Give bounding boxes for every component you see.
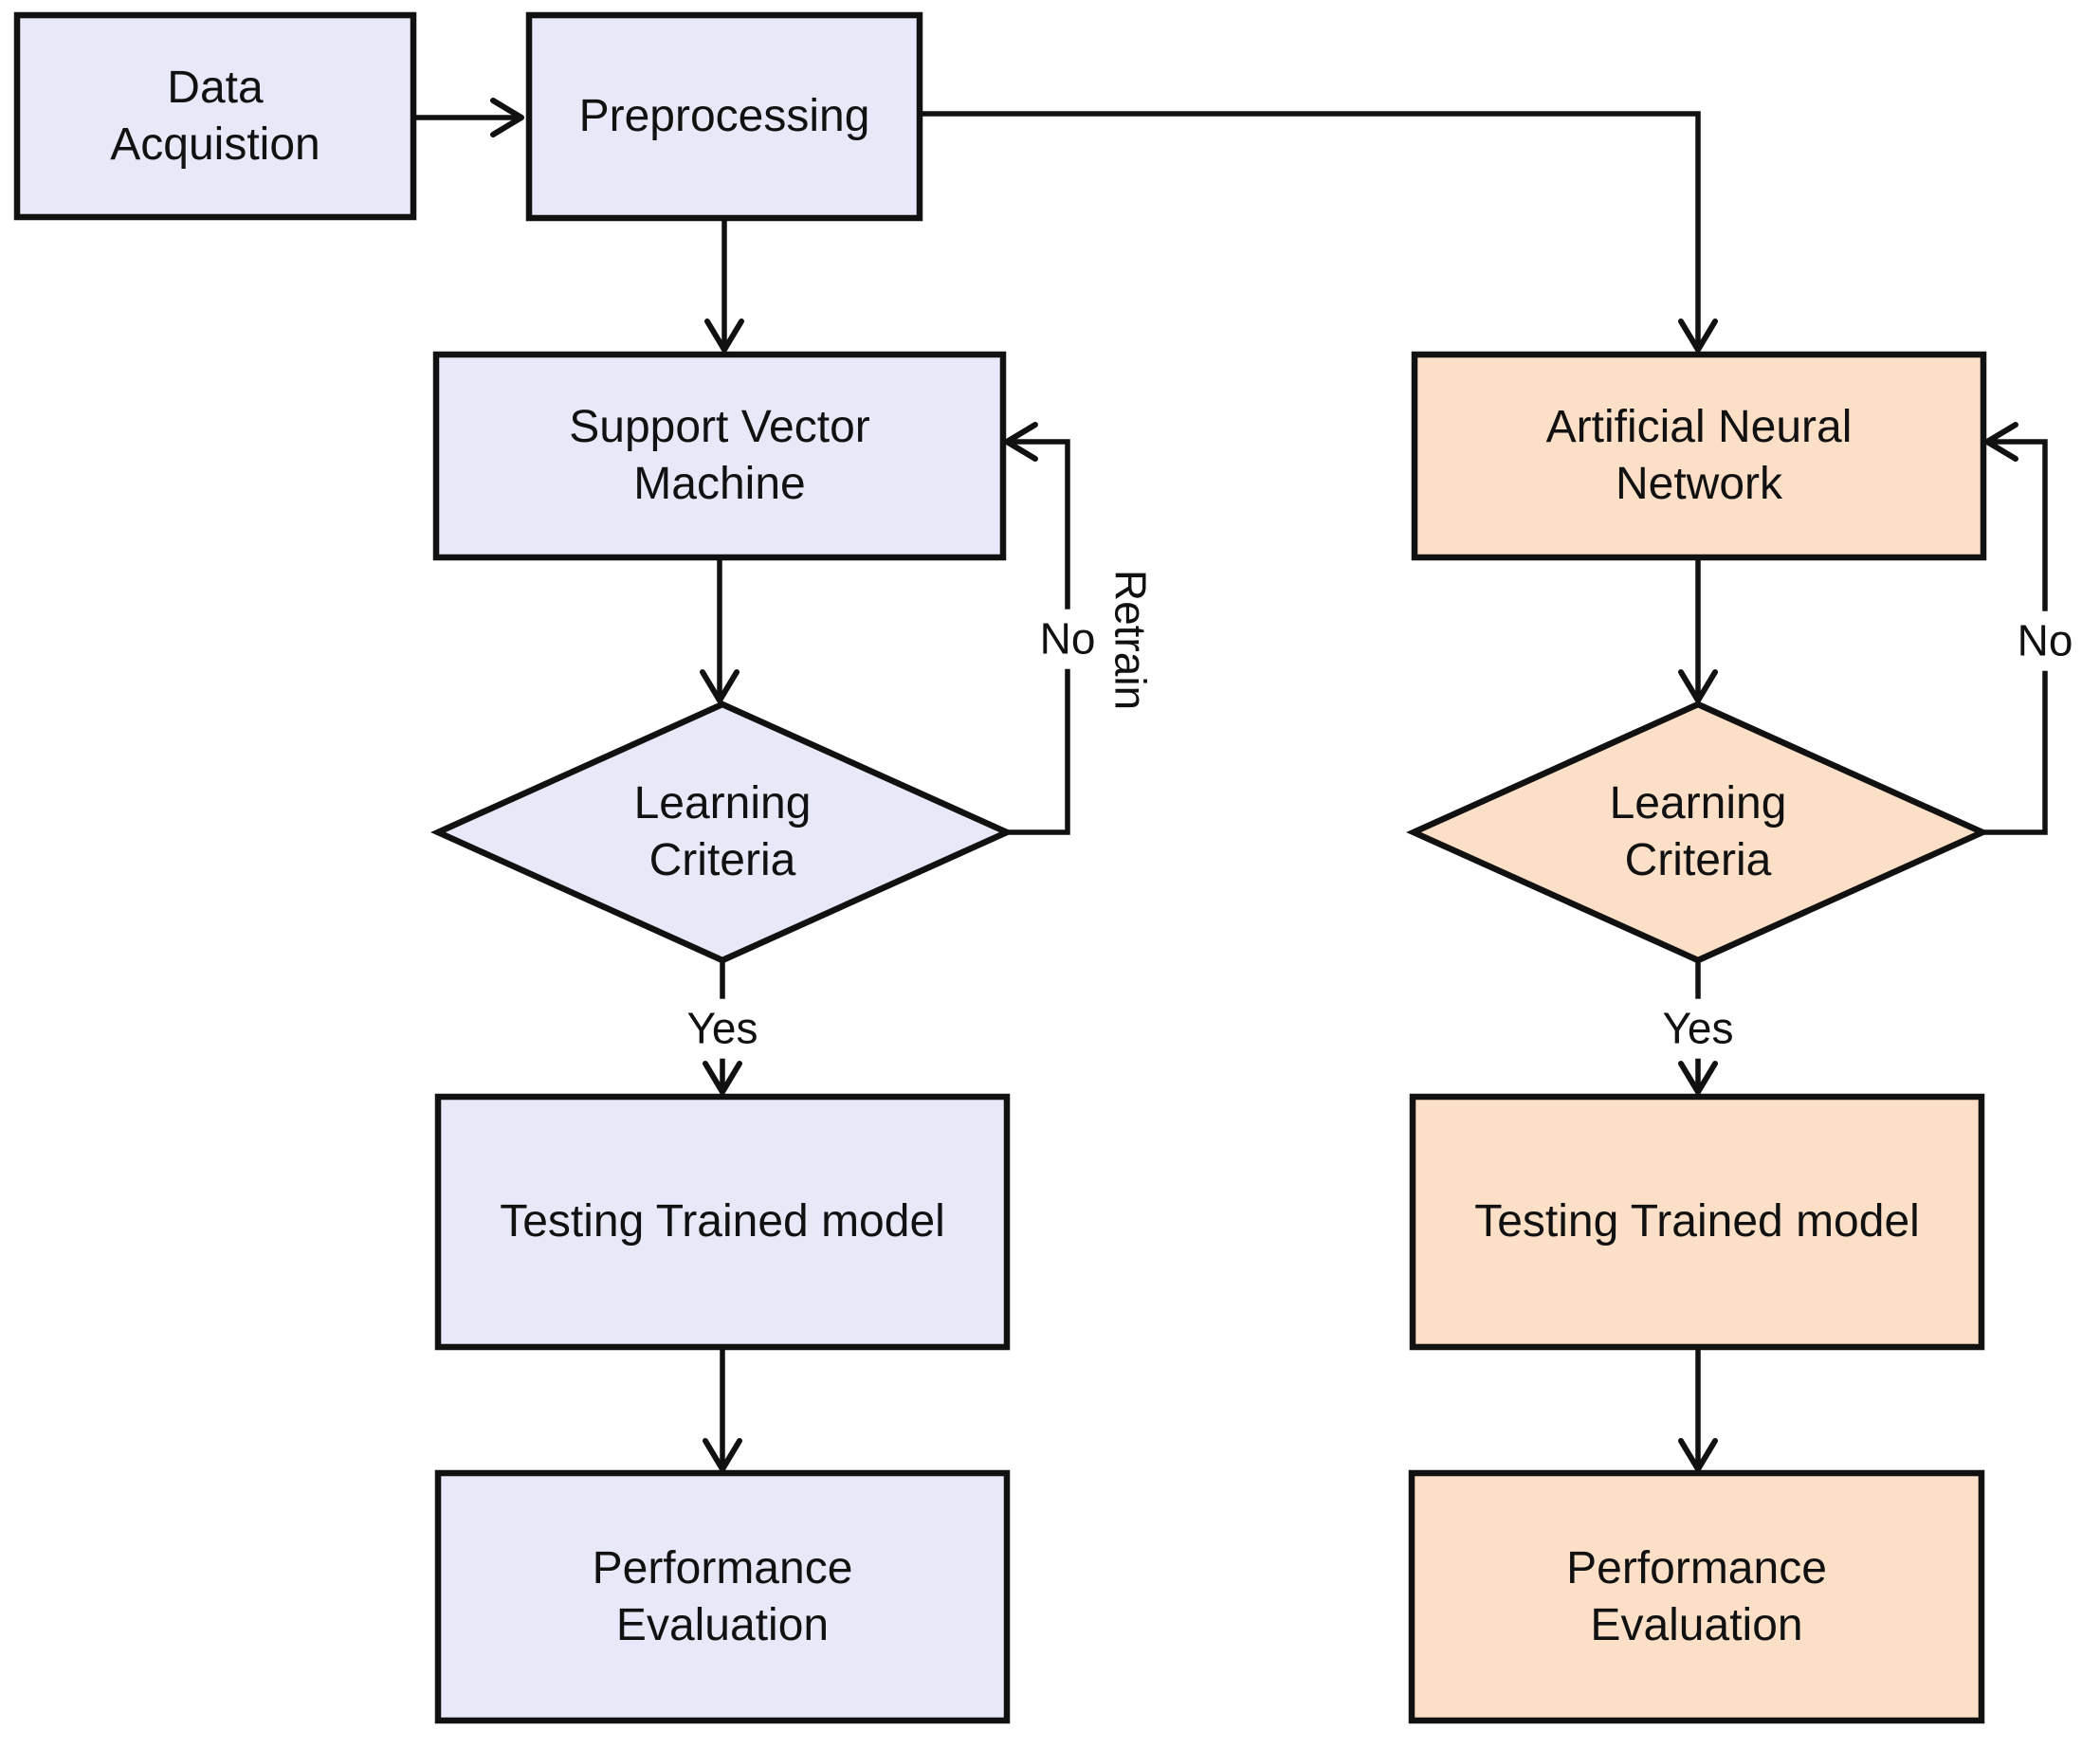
svm-testing-box bbox=[434, 1093, 1011, 1351]
preprocessing-box bbox=[525, 11, 923, 222]
data-acquisition-box bbox=[13, 11, 417, 221]
svm-performance-box bbox=[434, 1469, 1011, 1724]
ann-box bbox=[1411, 351, 1987, 561]
ann-learning-criteria-diamond bbox=[1406, 701, 1990, 964]
svm-learning-criteria-diamond bbox=[430, 701, 1014, 964]
ann-performance-box bbox=[1408, 1469, 1985, 1724]
svm-box bbox=[432, 351, 1007, 561]
edge-svm-criteria-no-retrain-loop bbox=[1004, 422, 1070, 835]
edge-ann-criteria-no-loop bbox=[1982, 422, 2048, 835]
edge-preprocessing-to-ann bbox=[920, 111, 1718, 353]
ann-testing-box bbox=[1409, 1093, 1985, 1351]
